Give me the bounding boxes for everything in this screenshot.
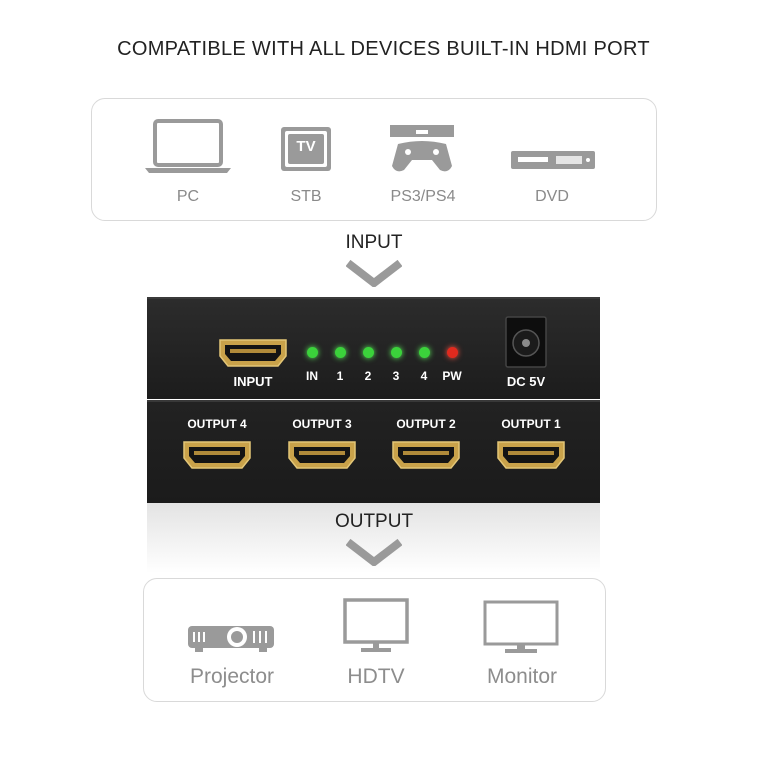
- indicator-label-3: 3: [392, 369, 400, 383]
- output-port-label-3: OUTPUT 3: [292, 417, 352, 431]
- indicator-label-4: 4: [420, 369, 428, 383]
- dvd-player-icon: [511, 151, 595, 169]
- device-label-projector: Projector: [189, 665, 275, 688]
- device-label-monitor: Monitor: [486, 665, 558, 688]
- power-label: DC 5V: [506, 374, 546, 389]
- device-label-hdtv: HDTV: [347, 665, 405, 688]
- led-in: [307, 347, 318, 358]
- device-label-dvd: DVD: [535, 188, 569, 205]
- output-port-label-2: OUTPUT 2: [396, 417, 456, 431]
- led-3: [391, 347, 402, 358]
- tv-box-icon: [281, 127, 331, 171]
- headline: COMPATIBLE WITH ALL DEVICES BUILT-IN HDM…: [117, 38, 650, 60]
- device-label-pc: PC: [176, 188, 200, 205]
- output-flow-label: OUTPUT: [334, 511, 414, 532]
- hdtv-icon: [343, 598, 409, 652]
- led-2: [363, 347, 374, 358]
- led-4: [419, 347, 430, 358]
- hdmi-input-port: [219, 339, 287, 367]
- indicator-label-in: IN: [306, 369, 318, 383]
- game-console-icon: [390, 125, 454, 172]
- input-port-label: INPUT: [233, 374, 273, 389]
- device-label-stb: STB: [290, 188, 322, 205]
- laptop-icon: [145, 119, 231, 173]
- hdmi-output-port-2: [392, 441, 460, 469]
- hdmi-output-port-4: [183, 441, 251, 469]
- projector-icon: [188, 626, 274, 652]
- monitor-icon: [483, 600, 559, 653]
- indicator-label-pw: PW: [442, 369, 462, 383]
- hdmi-output-port-1: [497, 441, 565, 469]
- dc-power-jack: [505, 316, 547, 368]
- led-power: [447, 347, 458, 358]
- down-chevron-icon: [346, 259, 402, 287]
- input-flow-label: INPUT: [345, 232, 403, 253]
- down-chevron-icon: [346, 538, 402, 566]
- output-port-label-4: OUTPUT 4: [187, 417, 247, 431]
- led-1: [335, 347, 346, 358]
- device-label-ps3-ps4: PS3/PS4: [390, 188, 456, 205]
- hdmi-output-port-3: [288, 441, 356, 469]
- indicator-label-2: 2: [364, 369, 372, 383]
- tv-badge-text: TV: [296, 138, 316, 155]
- output-port-label-1: OUTPUT 1: [501, 417, 561, 431]
- indicator-label-1: 1: [336, 369, 344, 383]
